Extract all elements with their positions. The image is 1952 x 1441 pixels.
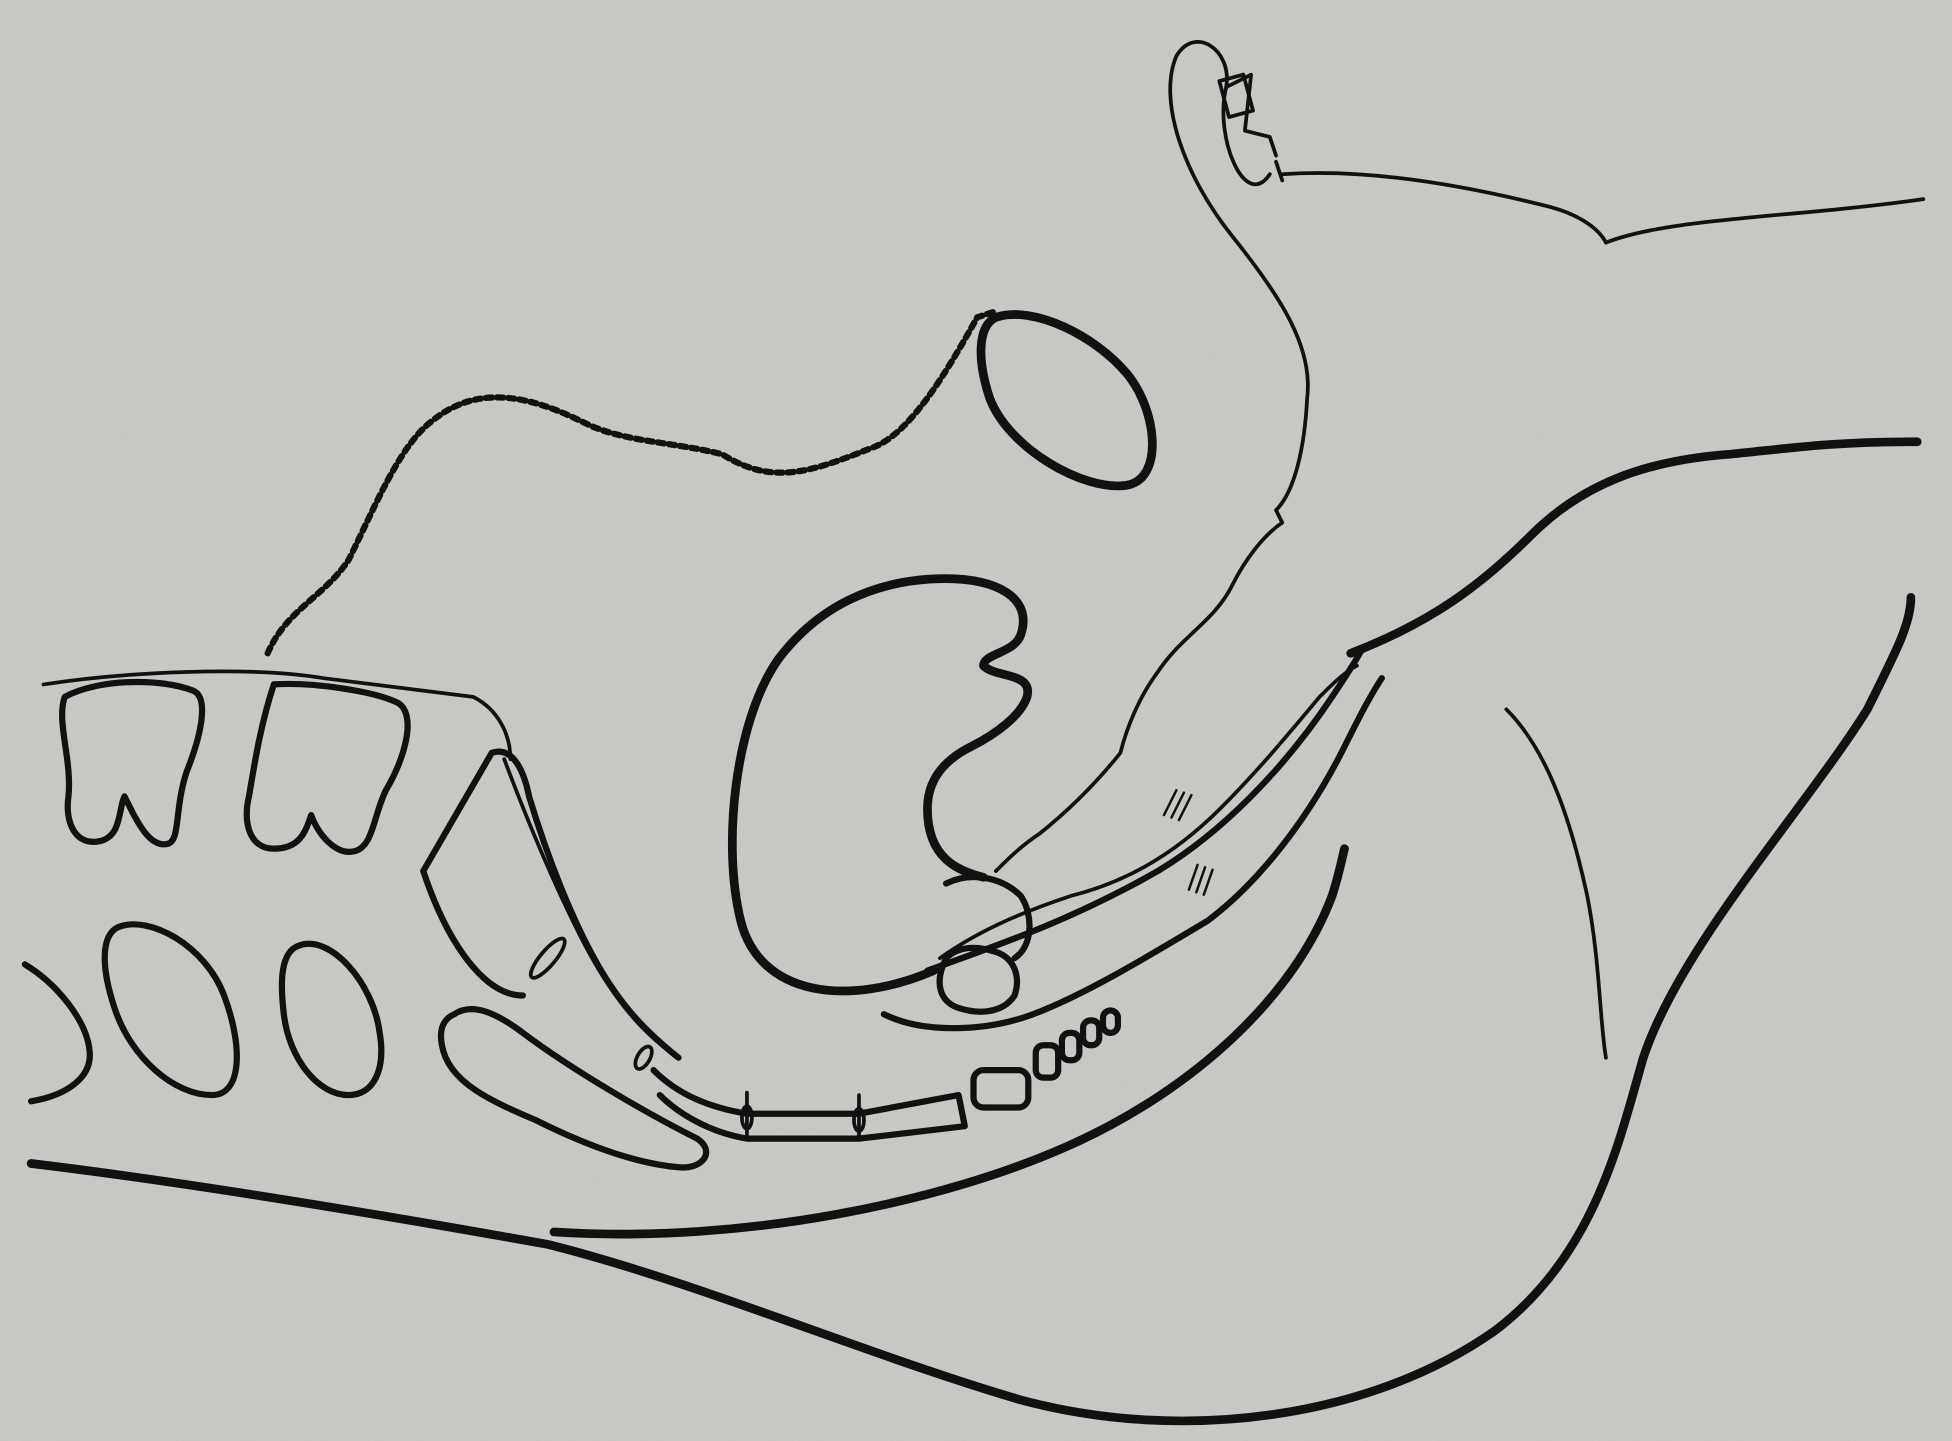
- figure-canvas: [0, 0, 1952, 1441]
- anatomical-line-drawing: [0, 0, 1952, 1441]
- paper-texture: [0, 0, 1952, 1441]
